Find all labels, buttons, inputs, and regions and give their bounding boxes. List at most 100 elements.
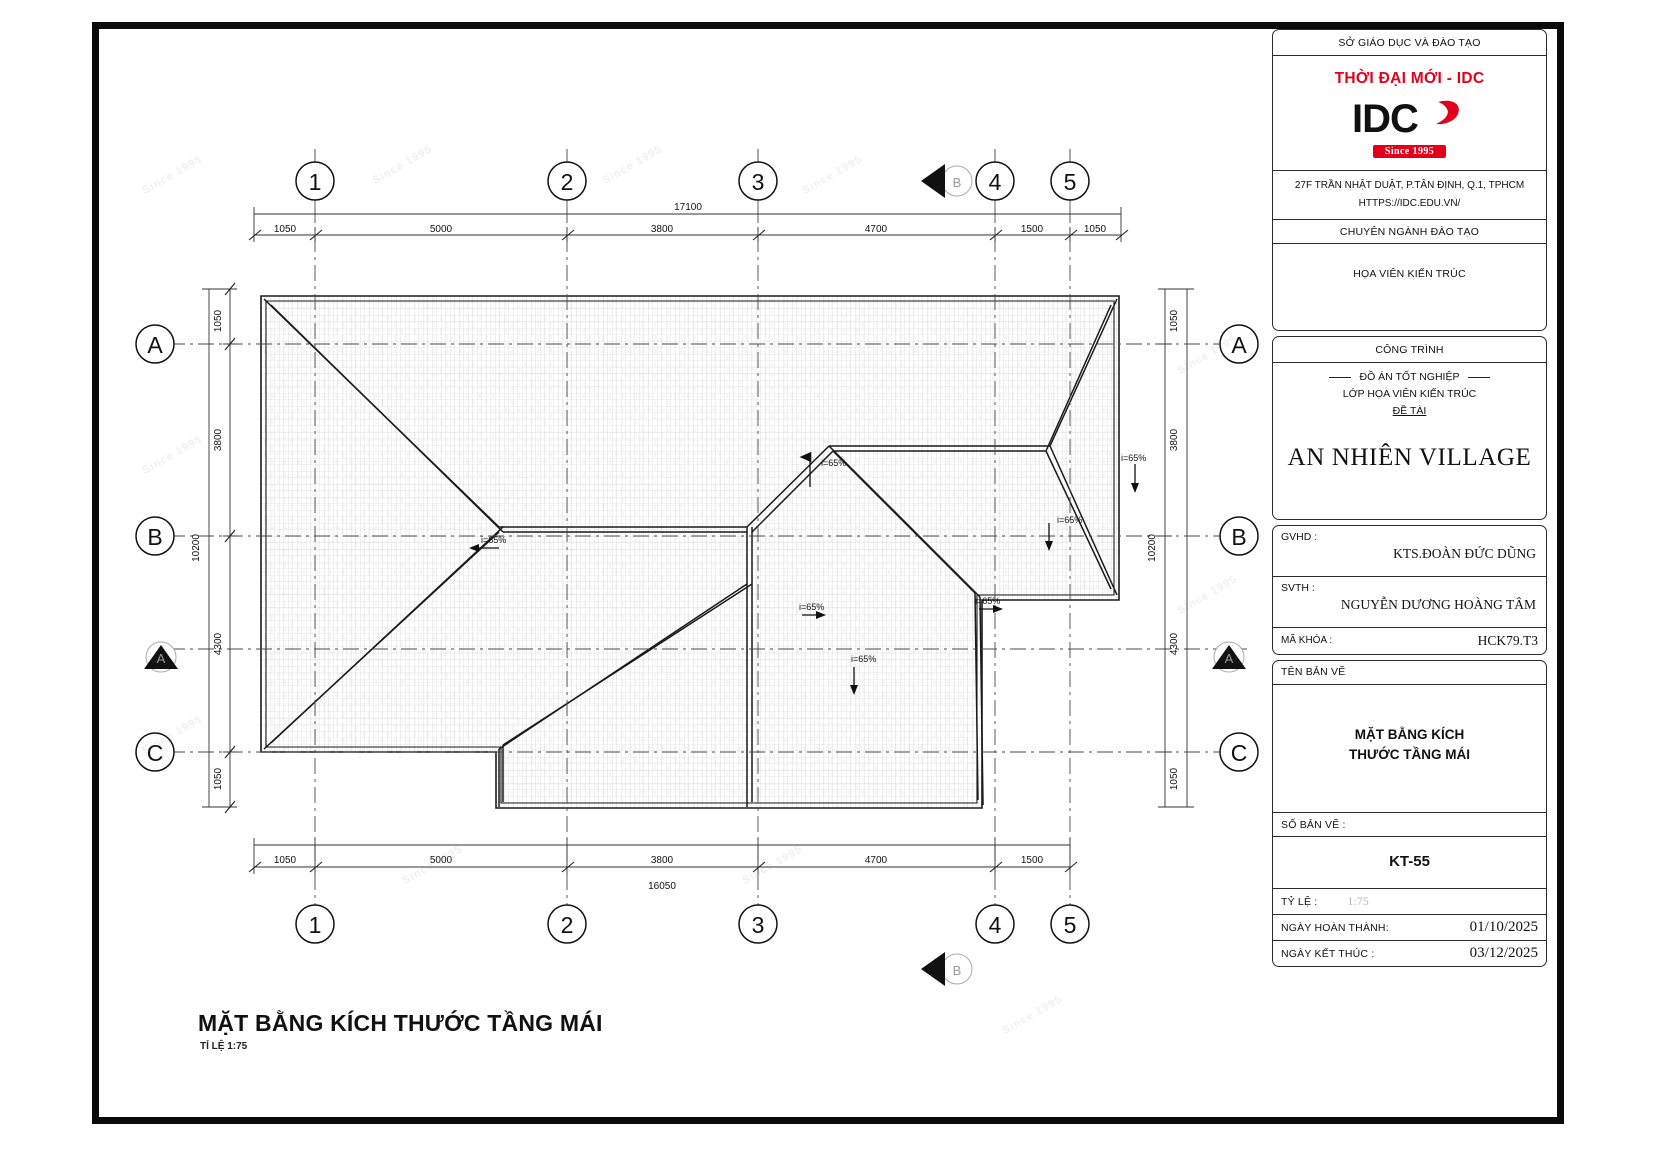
grid-bubble-bottom-5: 5 (1064, 912, 1077, 938)
section-letter-a-right: A (1225, 651, 1234, 666)
project-line-2: LỚP HỌA VIÊN KIẾN TRÚC (1342, 388, 1477, 400)
dash-right-icon (1468, 376, 1491, 379)
logo-title: THỜI ĐẠI MỚI - IDC (1334, 70, 1485, 87)
drawing-name-line-1: MẶT BẰNG KÍCH (1354, 726, 1465, 742)
slope-label-5: i=65% (799, 602, 824, 612)
slope-label-1: i=65% (821, 458, 846, 468)
dimension-lines-bottom (253, 838, 1071, 874)
grid-bubble-bottom-2: 2 (561, 912, 574, 938)
grid-bubble-bottom-1: 1 (309, 912, 322, 938)
svth-field: SVTH : NGUYỄN DƯƠNG HOÀNG TÂM (1273, 577, 1546, 627)
gvhd-value: KTS.ĐOÀN ĐỨC DŨNG (1393, 545, 1536, 561)
drawing-text: 1 2 3 4 5 1 2 3 4 5 A B C A B C B B (147, 169, 1248, 978)
sheet-no-value: KT-55 (1389, 853, 1430, 871)
dim-left-4: 1050 (213, 767, 224, 790)
dim-left-total: 10200 (191, 534, 202, 562)
start-date-field: NGÀY HOÀN THÀNH: 01/10/2025 (1273, 915, 1546, 940)
address-line-2: HTTPS://IDC.EDU.VN/ (1358, 197, 1461, 209)
tb-authority-row: SỞ GIÁO DỤC VÀ ĐÀO TẠO (1273, 30, 1546, 56)
dim-right-total: 10200 (1147, 534, 1158, 562)
slope-label-2: i=65% (481, 535, 506, 545)
tb-project-body-row: ĐỒ ÁN TỐT NGHIỆP LỚP HỌA VIÊN KIẾN TRÚC … (1273, 363, 1546, 519)
dimension-lines-right (1158, 288, 1194, 808)
grid-bubble-top-3: 3 (752, 169, 765, 195)
grid-bubble-left-c: C (147, 740, 164, 766)
scale-label: TỶ LỆ : (1281, 895, 1318, 908)
dim-top-5: 1500 (1021, 224, 1044, 235)
svth-label: SVTH : (1281, 581, 1315, 594)
dim-top-4: 4700 (865, 224, 888, 235)
section-marker-a-left (144, 641, 178, 673)
start-date-label: NGÀY HOÀN THÀNH: (1281, 921, 1389, 934)
tb-sheet-no-row: KT-55 (1273, 837, 1546, 890)
plan-caption-title: MẶT BẰNG KÍCH THƯỚC TẦNG MÁI (198, 1010, 603, 1036)
dim-top-6: 1050 (1084, 224, 1107, 235)
end-date-field: NGÀY KẾT THÚC : 03/12/2025 (1273, 941, 1546, 966)
tb-makhoa-row: MÃ KHÓA : HCK79.T3 (1273, 628, 1546, 654)
project-line-3: ĐỀ TÀI (1392, 405, 1427, 417)
dimension-ticks-top (248, 229, 1129, 241)
tb-logo-row: THỜI ĐẠI MỚI - IDC IDC Since 1995 (1273, 56, 1546, 170)
section-letter-b-top: B (953, 175, 962, 190)
tb-address-row: 27F TRẦN NHẬT DUẬT, P.TÂN ĐỊNH, Q.1, TPH… (1273, 170, 1546, 219)
tb-group-people: GVHD : KTS.ĐOÀN ĐỨC DŨNG SVTH : NGUYỄN D… (1272, 524, 1547, 655)
roof-surfaces (261, 296, 1119, 808)
dim-left-2: 3800 (213, 428, 224, 451)
grid-bubble-top-4: 4 (989, 169, 1002, 195)
tb-project-label-row: CÔNG TRÌNH (1273, 337, 1546, 363)
authority-label: SỞ GIÁO DỤC VÀ ĐÀO TẠO (1338, 36, 1481, 49)
section-marker-a-right (1212, 641, 1246, 673)
dim-bottom-2: 5000 (430, 855, 453, 866)
section-letter-a-left: A (157, 651, 166, 666)
tb-sheet-no-label-row: SỐ BẢN VẼ : (1273, 813, 1546, 838)
start-date-value: 01/10/2025 (1469, 919, 1538, 936)
major-label: CHUYÊN NGÀNH ĐÀO TẠO (1339, 225, 1480, 238)
idc-logo-icon: IDC (1346, 94, 1474, 143)
dim-left-3: 4300 (213, 632, 224, 655)
slope-label-6: i=65% (975, 596, 1000, 606)
address-line-1: 27F TRẦN NHẬT DUẬT, P.TÂN ĐỊNH, Q.1, TPH… (1294, 180, 1525, 191)
grid-bubble-bottom-3: 3 (752, 912, 765, 938)
grid-bubble-top-5: 5 (1064, 169, 1077, 195)
tb-group-organization: SỞ GIÁO DỤC VÀ ĐÀO TẠO THỜI ĐẠI MỚI - ID… (1272, 29, 1547, 331)
grid-bubble-right-b: B (1231, 524, 1246, 550)
tb-start-date-row: NGÀY HOÀN THÀNH: 01/10/2025 (1273, 915, 1546, 942)
dim-right-2: 3800 (1169, 428, 1180, 451)
project-line-1-wrap: ĐỒ ÁN TỐT NGHIỆP (1279, 369, 1540, 386)
roof-outline (260, 295, 1120, 809)
dim-bottom-5: 1500 (1021, 855, 1044, 866)
grid-bubbles-rows (135, 324, 1259, 772)
dim-bottom-3: 3800 (651, 855, 674, 866)
dim-bottom-4: 4700 (865, 855, 888, 866)
grid-axis-lines (169, 149, 1247, 909)
grid-bubbles-top (295, 161, 1090, 201)
slope-label-3: i=65% (1121, 453, 1146, 463)
grid-bubbles-bottom (295, 904, 1090, 944)
grid-bubble-top-2: 2 (561, 169, 574, 195)
dim-right-3: 4300 (1169, 632, 1180, 655)
company-logo: THỜI ĐẠI MỚI - IDC IDC Since 1995 (1273, 56, 1546, 170)
slope-arrows (469, 451, 1139, 695)
tb-scale-row: TỶ LỆ : 1:75 (1273, 889, 1546, 916)
roof-plan-svg: 1 2 3 4 5 1 2 3 4 5 A B C A B C B B (135, 149, 1259, 986)
end-date-label: NGÀY KẾT THÚC : (1281, 947, 1375, 960)
dim-left-1: 1050 (213, 309, 224, 332)
plan-caption: MẶT BẰNG KÍCH THƯỚC TẦNG MÁI TỈ LỆ 1:75 (198, 1010, 603, 1052)
dim-right-4: 1050 (1169, 767, 1180, 790)
dim-top-2: 5000 (430, 224, 453, 235)
scale-field: TỶ LỆ : 1:75 (1273, 889, 1546, 914)
title-block: SỞ GIÁO DỤC VÀ ĐÀO TẠO THỜI ĐẠI MỚI - ID… (1272, 29, 1547, 1117)
project-line-1: ĐỒ ÁN TỐT NGHIỆP (1359, 371, 1460, 383)
drawing-name-line-2: THƯỚC TẦNG MÁI (1349, 747, 1470, 763)
section-marker-b-bottom (921, 952, 973, 986)
dim-top-1: 1050 (274, 224, 297, 235)
since-badge: Since 1995 (1372, 145, 1447, 158)
grid-bubble-left-b: B (147, 524, 162, 550)
dim-right-1: 1050 (1169, 309, 1180, 332)
project-label: CÔNG TRÌNH (1375, 343, 1444, 356)
end-date-value: 03/12/2025 (1469, 945, 1538, 962)
scale-value: 1:75 (1347, 894, 1369, 909)
makhoa-value: HCK79.T3 (1477, 632, 1538, 648)
dimension-ticks-left (224, 282, 236, 814)
